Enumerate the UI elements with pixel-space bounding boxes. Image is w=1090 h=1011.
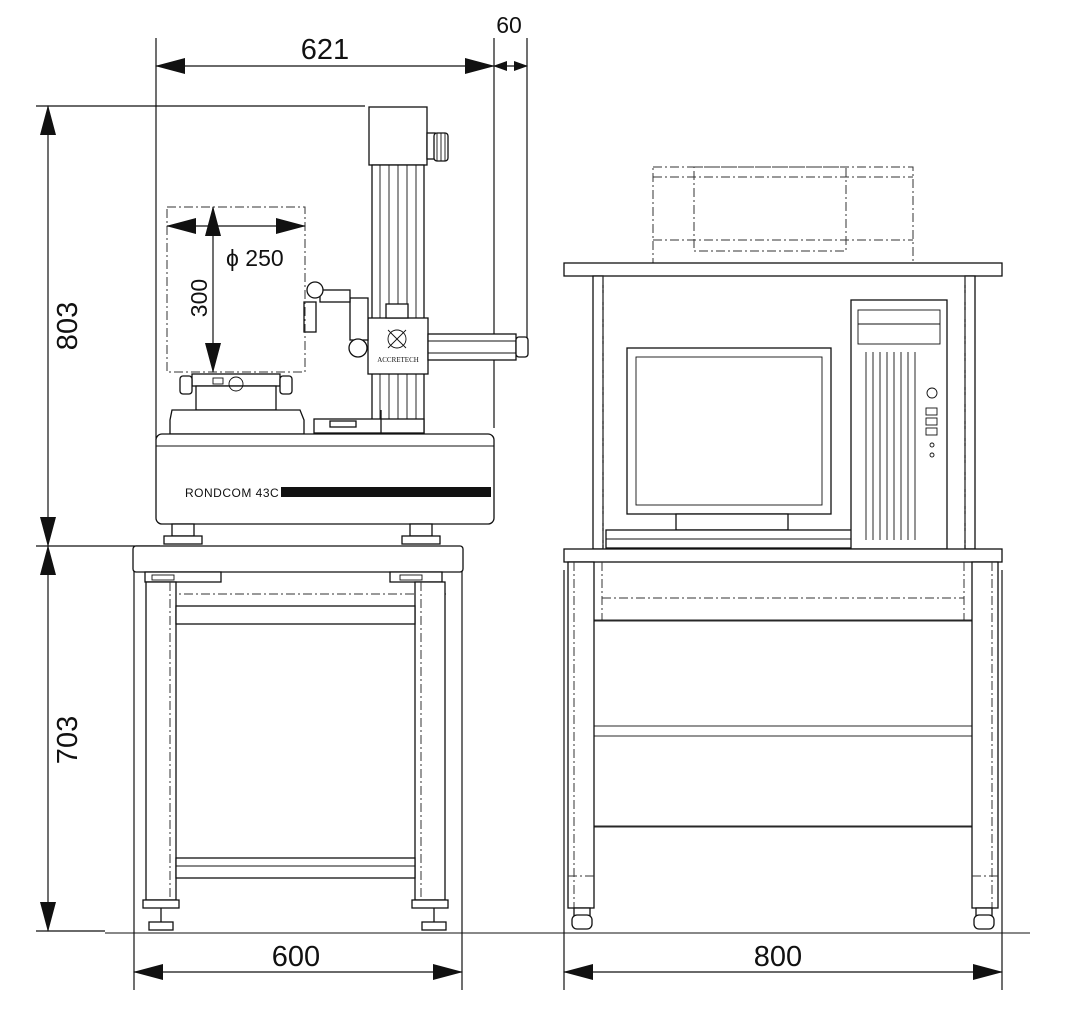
foot-right-pad xyxy=(401,535,441,545)
dimension-600: 600 xyxy=(133,570,463,990)
accretech-logo: ACCRETECH xyxy=(377,356,419,364)
stand-mount-left xyxy=(144,571,222,583)
printer-tray xyxy=(693,166,847,252)
cart-lower-post-left xyxy=(567,561,595,909)
dim-label-300: 300 xyxy=(186,279,212,317)
probe-stylus xyxy=(303,301,317,333)
cart-top-shelf xyxy=(563,262,1003,277)
stand-leg-right xyxy=(414,581,446,901)
dim-label-703: 703 xyxy=(52,716,84,764)
pc-power-button xyxy=(926,387,938,399)
caster-right-wheel xyxy=(973,914,995,930)
cart-shelf-2 xyxy=(593,725,973,737)
probe-knob xyxy=(306,281,324,299)
table-top xyxy=(191,373,281,387)
dimension-800: 800 xyxy=(563,570,1003,990)
computer-cart xyxy=(563,166,1003,930)
monitor-stand xyxy=(675,513,789,531)
column-head xyxy=(368,106,428,166)
arm-knob xyxy=(515,336,529,358)
monitor-screen xyxy=(635,356,823,506)
horizontal-arm xyxy=(427,333,517,361)
dimension-60: 60 xyxy=(493,12,528,346)
dim-label-phi250: ϕ 250 xyxy=(226,245,284,271)
stand-foot-left xyxy=(142,899,180,909)
cart-shelf-1 xyxy=(593,619,973,622)
carriage xyxy=(367,317,429,375)
probe-holder xyxy=(349,297,369,341)
dim-label-621: 621 xyxy=(301,34,349,66)
carriage-top xyxy=(385,303,409,319)
rotary-table-base xyxy=(169,409,305,435)
pc-vents xyxy=(865,352,916,540)
foot-right xyxy=(409,523,433,537)
stand-foot-left-pad xyxy=(148,921,174,931)
stand-mount-right xyxy=(389,571,443,583)
table-knob-right xyxy=(279,375,293,395)
dim-label-60: 60 xyxy=(496,12,522,38)
base-stripe xyxy=(281,487,491,497)
cart-lower-post-right xyxy=(971,561,999,909)
cart-upper-post-left xyxy=(592,275,604,550)
caster-left-wheel xyxy=(571,914,593,930)
foot-left xyxy=(171,523,195,537)
foot-left-pad xyxy=(163,535,203,545)
instrument-stand xyxy=(132,545,464,931)
level-indicator xyxy=(329,420,357,428)
pc-drive-bay xyxy=(857,309,941,345)
cart-upper-post-right xyxy=(964,275,976,550)
table-knob-left xyxy=(179,375,193,395)
dim-label-600: 600 xyxy=(272,941,320,973)
dim-label-803: 803 xyxy=(52,302,84,350)
table-centering xyxy=(195,385,277,411)
stand-beam-bottom xyxy=(175,857,416,879)
instrument-base xyxy=(155,433,495,525)
probe-bracket xyxy=(319,289,351,303)
stand-beam-top xyxy=(175,605,416,625)
probe-clamp xyxy=(348,338,368,358)
cart-middle-shelf xyxy=(563,548,1003,563)
pc-tower xyxy=(850,299,948,550)
workpiece-envelope xyxy=(166,206,306,373)
stand-foot-right xyxy=(411,899,449,909)
roundness-instrument: ACCRETECH ϕ 250 300 xyxy=(155,106,529,545)
cart-shelf-3 xyxy=(593,825,973,828)
dimension-621: 621 xyxy=(155,34,495,440)
stand-leg-left xyxy=(145,581,177,901)
dimension-803: 803 xyxy=(36,105,365,547)
model-label: RONDCOM 43C xyxy=(185,486,279,500)
printer-outline xyxy=(652,166,914,264)
monitor xyxy=(626,347,832,515)
dim-label-800: 800 xyxy=(754,941,802,973)
dimension-703: 703 xyxy=(36,545,105,932)
stand-foot-right-pad xyxy=(421,921,447,931)
stand-top xyxy=(132,545,464,573)
